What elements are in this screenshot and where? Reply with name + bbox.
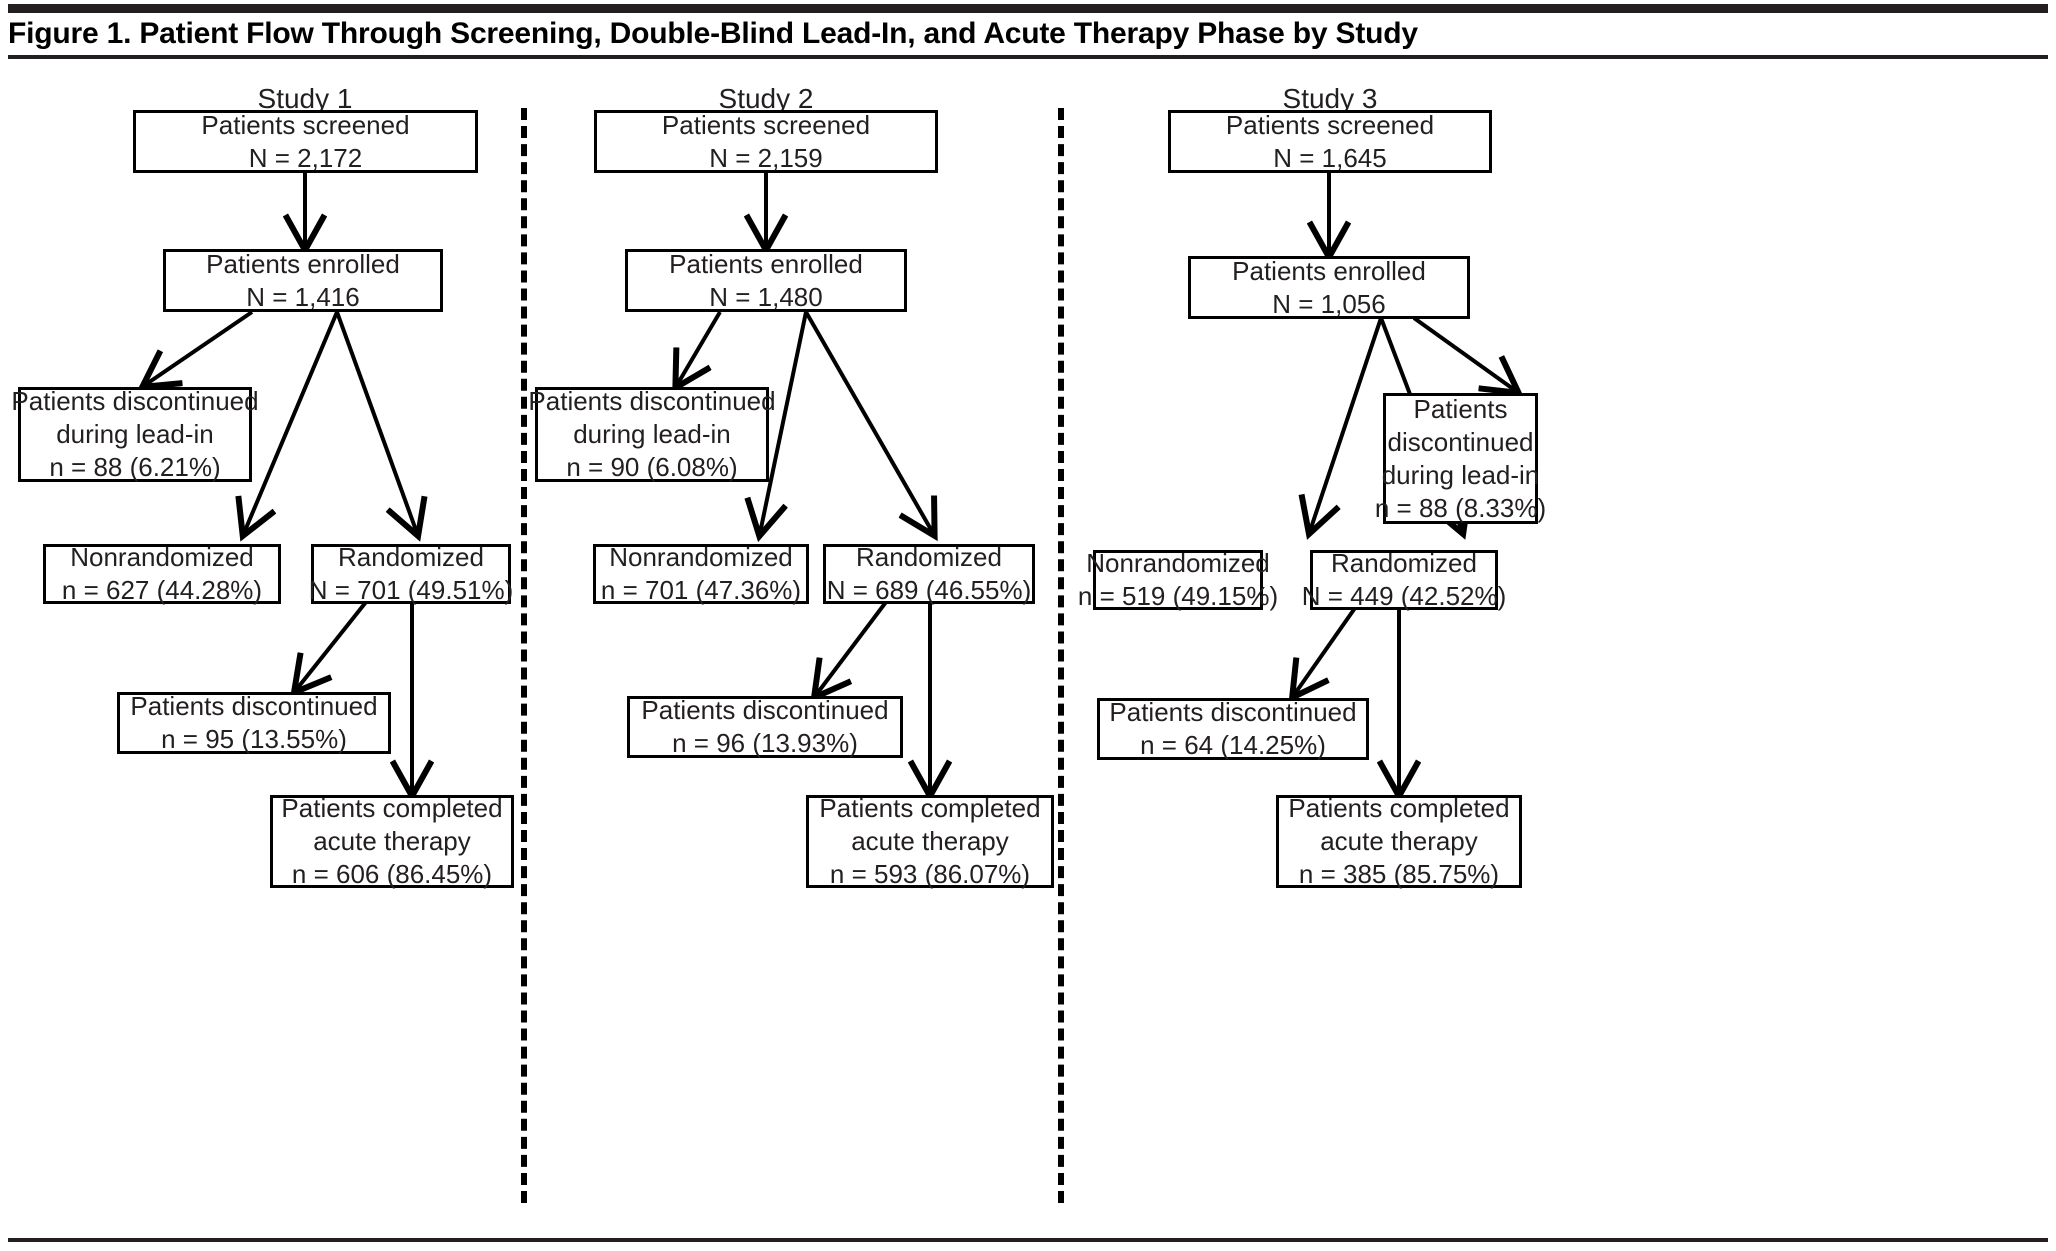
column-divider-2 [1058,108,1064,1203]
node-value: N = 2,172 [248,142,363,173]
node-value: n = 701 (47.36%) [600,575,802,605]
node-label: Patients enrolled [1232,255,1426,286]
node-label-line-3: during lead-in [1381,459,1540,490]
node-label-line-2: acute therapy [1320,826,1478,856]
node-study1-nonrandomized: Nonrandomized n = 627 (44.28%) [43,542,281,605]
node-value: n = 519 (49.15%) [1077,581,1279,611]
node-study2-nonrandomized: Nonrandomized n = 701 (47.36%) [593,542,809,605]
node-label-line-1: Patients [1413,393,1508,424]
node-study3-screened: Patients screened N = 1,645 [1168,110,1492,173]
node-value: n = 95 (13.55%) [161,724,347,754]
node-value: N = 701 (49.51%) [308,575,514,605]
node-study3-discontinued-leadin: Patients discontinued during lead-in n =… [1375,393,1546,524]
node-label-line-2: discontinued [1387,426,1534,457]
node-value: N = 2,159 [709,142,823,173]
node-study1-discontinued-leadin: Patients discontinued during lead-in n =… [11,386,259,482]
node-study3-discontinued-acute: Patients discontinued n = 64 (14.25%) [1097,697,1369,760]
node-value: n = 90 (6.08%) [566,452,738,482]
node-label-line-1: Patients discontinued [11,386,259,416]
node-label: Patients enrolled [669,248,863,279]
bottom-rule [8,1238,2048,1242]
node-value: N = 1,416 [246,281,360,312]
column-heading-study-2: Study 2 [718,83,814,114]
node-label: Patients enrolled [206,248,400,279]
node-value: n = 88 (6.21%) [49,452,221,482]
node-study3-randomized: Randomized N = 449 (42.52%) [1302,548,1507,611]
node-label-line-1: Patients completed [281,793,503,823]
node-label: Randomized [1331,548,1477,578]
column-heading-study-3: Study 3 [1282,83,1378,114]
node-label-line-2: during lead-in [573,419,731,449]
node-label: Nonrandomized [1086,548,1270,578]
node-label: Nonrandomized [70,542,254,572]
node-study3-completed: Patients completed acute therapy n = 385… [1276,793,1522,889]
title-underline-rule [8,55,2048,59]
node-label: Patients screened [661,109,871,140]
node-label: Randomized [856,542,1002,572]
node-label: Patients discontinued [1109,697,1357,727]
column-heading-study-1: Study 1 [257,83,353,114]
node-study3-nonrandomized: Nonrandomized n = 519 (49.15%) [1078,548,1278,611]
node-label: Patients screened [201,109,410,140]
node-value: n = 606 (86.45%) [291,859,493,889]
node-label: Patients discontinued [130,691,378,721]
node-label-line-1: Patients completed [1288,793,1510,823]
column-divider-1 [521,108,527,1203]
node-label-line-2: during lead-in [56,419,214,449]
node-study2-enrolled: Patients enrolled N = 1,480 [625,249,907,312]
node-label: Patients discontinued [641,695,889,725]
node-value: n = 385 (85.75%) [1298,859,1500,889]
node-label-line-1: Patients completed [819,793,1041,823]
node-value: n = 64 (14.25%) [1140,730,1326,760]
node-study2-discontinued-acute: Patients discontinued n = 96 (13.93%) [627,695,903,758]
node-label-line-2: acute therapy [851,826,1009,856]
node-study2-completed: Patients completed acute therapy n = 593… [806,793,1054,889]
node-study1-completed: Patients completed acute therapy n = 606… [270,793,514,889]
node-value: N = 1,056 [1272,288,1386,319]
node-value: N = 1,480 [709,281,823,312]
node-study3-enrolled: Patients enrolled N = 1,056 [1188,256,1470,319]
node-label-line-2: acute therapy [313,826,471,856]
node-value: n = 88 (8.33%) [1374,492,1547,523]
node-label: Randomized [338,542,484,572]
top-rule [8,4,2048,13]
node-study1-screened: Patients screened N = 2,172 [133,110,478,173]
node-value: n = 96 (13.93%) [672,728,858,758]
node-study2-randomized: Randomized N = 689 (46.55%) [823,542,1035,605]
figure-title: Figure 1. Patient Flow Through Screening… [8,17,1418,50]
node-study2-discontinued-leadin: Patients discontinued during lead-in n =… [528,386,776,482]
node-study1-discontinued-acute: Patients discontinued n = 95 (13.55%) [117,691,391,754]
node-study2-screened: Patients screened N = 2,159 [594,110,938,173]
node-label: Nonrandomized [609,542,793,572]
node-study1-enrolled: Patients enrolled N = 1,416 [163,249,443,312]
node-value: n = 593 (86.07%) [829,859,1031,889]
node-value: N = 1,645 [1273,142,1387,173]
node-value: N = 449 (42.52%) [1301,581,1507,611]
node-value: N = 689 (46.55%) [826,575,1032,605]
node-value: n = 627 (44.28%) [61,575,263,605]
node-label: Patients screened [1225,109,1435,140]
node-label-line-1: Patients discontinued [528,386,776,416]
node-study1-randomized: Randomized N = 701 (49.51%) [308,542,514,605]
